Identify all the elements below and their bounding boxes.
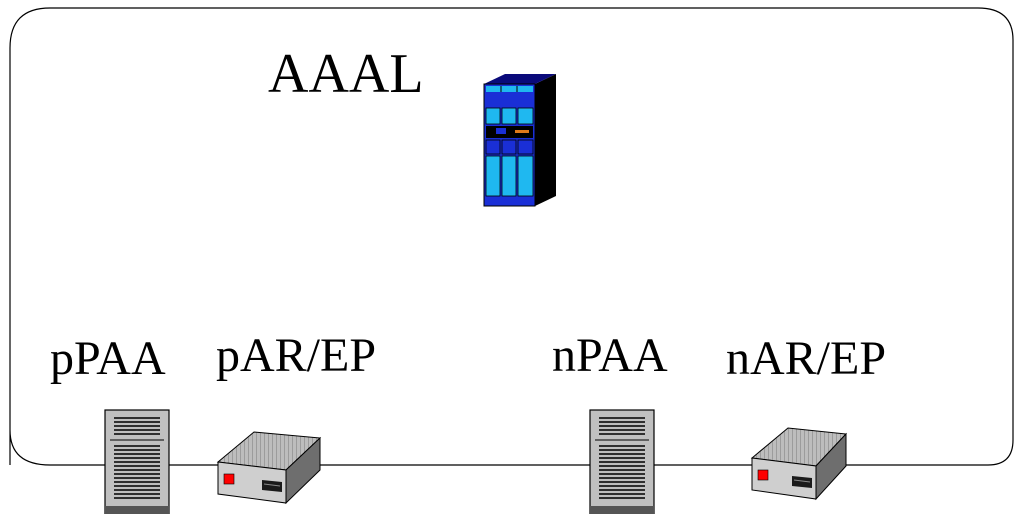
parep-label: pAR/EP bbox=[216, 329, 377, 382]
parep-router-icon bbox=[216, 431, 322, 505]
aaal-label: AAAL bbox=[268, 43, 424, 105]
npaa-label: nPAA bbox=[552, 329, 668, 382]
narep-label: nAR/EP bbox=[726, 332, 887, 385]
domain-boundary bbox=[9, 7, 1014, 466]
ppaa-server-icon bbox=[104, 409, 170, 514]
narep-router-icon bbox=[750, 427, 848, 501]
aaal-server-icon bbox=[483, 74, 556, 207]
npaa-server-icon bbox=[589, 409, 655, 514]
ppaa-label: pPAA bbox=[50, 332, 166, 385]
